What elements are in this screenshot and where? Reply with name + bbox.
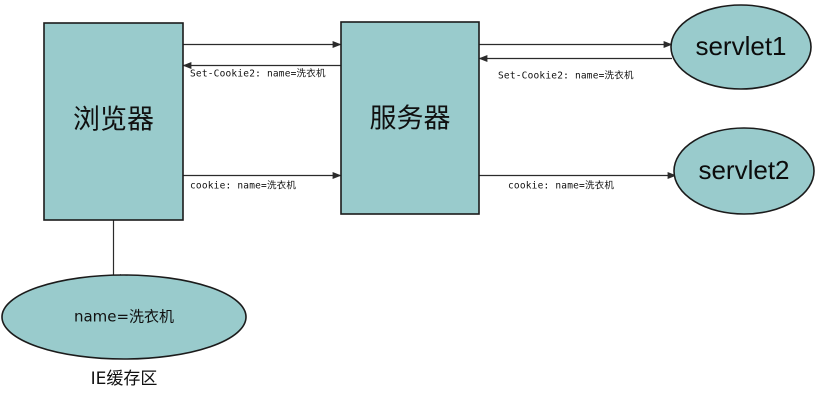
node-ie-cache-label: name=洗衣机 [74, 308, 174, 326]
node-browser-label: 浏览器 [73, 105, 154, 136]
node-ie-cache[interactable] [1, 274, 247, 360]
edge-label-browser-to-server-cookie: cookie: name=洗衣机 [190, 180, 296, 192]
edge-label-server-to-servlet2-cookie: cookie: name=洗衣机 [508, 180, 614, 192]
node-servlet2-label: servlet2 [698, 155, 789, 185]
node-servlet2[interactable] [673, 127, 815, 215]
node-server-label: 服务器 [370, 104, 451, 135]
node-browser[interactable] [43, 22, 184, 221]
node-server[interactable] [340, 21, 480, 215]
edge-label-server-to-browser-setcookie: Set-Cookie2: name=洗衣机 [190, 68, 326, 80]
node-ie-cache-caption: IE缓存区 [91, 369, 158, 389]
edge-label-servlet1-to-server-setcookie: Set-Cookie2: name=洗衣机 [498, 70, 634, 82]
node-servlet1-label: servlet1 [695, 31, 786, 61]
node-servlet1[interactable] [670, 4, 812, 90]
